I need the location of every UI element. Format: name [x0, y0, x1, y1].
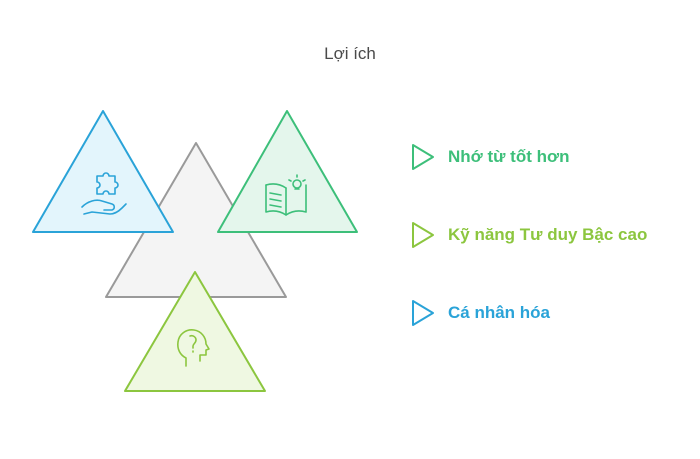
benefit-item-personalization: Cá nhân hóa	[410, 298, 550, 328]
play-triangle-icon	[412, 300, 434, 326]
benefit-item-thinking: Kỹ năng Tư duy Bậc cao	[410, 220, 647, 250]
benefit-label: Cá nhân hóa	[448, 303, 551, 322]
thinking-triangle	[124, 271, 266, 392]
play-triangle-icon	[412, 144, 434, 170]
benefit-label: Nhớ từ tốt hơn	[448, 147, 570, 166]
benefit-item-memory: Nhớ từ tốt hơn	[410, 142, 569, 172]
benefit-label: Kỹ năng Tư duy Bậc cao	[448, 225, 648, 244]
diagram-title: Lợi ích	[324, 44, 376, 63]
puzzle-hand-icon	[81, 172, 127, 215]
personalization-triangle	[32, 110, 174, 233]
memory-triangle	[217, 110, 358, 233]
head-thinking-icon	[177, 329, 210, 367]
book-lightbulb-icon	[265, 174, 307, 216]
play-triangle-icon	[412, 222, 434, 248]
